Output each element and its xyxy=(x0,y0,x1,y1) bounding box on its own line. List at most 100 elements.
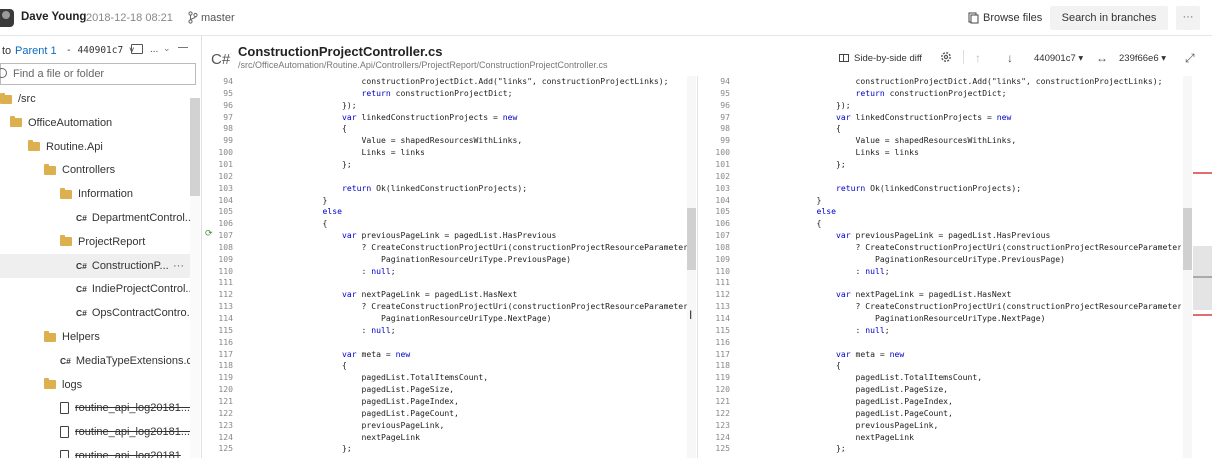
code-text: pagedList.TotalItemsCount, xyxy=(303,372,489,383)
code-line: 118 { xyxy=(203,360,696,372)
top-bar: Dave Young 2018-12-18 08:21 master Brows… xyxy=(0,0,1212,36)
line-number: 120 xyxy=(715,384,730,395)
diff-view: C# ConstructionProjectController.cs /src… xyxy=(203,36,1212,458)
tree-file[interactable]: routine_api_log20181 xyxy=(0,444,190,458)
line-number: 98 xyxy=(223,123,233,134)
left-code-pane[interactable]: 94 constructionProjectDict.Add("links", … xyxy=(203,76,696,458)
code-text: var nextPageLink = pagedList.HasNext xyxy=(341,289,518,300)
swap-icon[interactable]: ↔ xyxy=(1096,51,1108,65)
comment-gutter-icon[interactable]: ⟳ xyxy=(205,228,213,238)
tree-file[interactable]: C#ConstructionP...··· xyxy=(0,253,190,278)
code-text: { xyxy=(797,360,841,371)
tree-file[interactable]: C# DepartmentControl... xyxy=(0,206,190,230)
code-text: return constructionProjectDict; xyxy=(361,87,513,98)
line-number: 120 xyxy=(218,384,233,395)
diff-overview-ruler[interactable] xyxy=(1193,76,1212,458)
code-text: { xyxy=(797,218,822,229)
tree-item-more-button[interactable]: ··· xyxy=(173,259,184,272)
pane-divider[interactable] xyxy=(697,76,698,458)
tree-file[interactable]: C#IndieProjectControl... xyxy=(0,277,190,301)
left-pane-scrollbar-thumb[interactable] xyxy=(687,208,696,270)
line-number: 106 xyxy=(218,218,233,229)
line-number: 109 xyxy=(218,253,233,264)
expand-icon[interactable]: ⤢ xyxy=(1185,50,1195,65)
browse-files-button[interactable]: Browse files xyxy=(968,12,1042,24)
side-by-side-diff-button[interactable]: Side-by-side diff xyxy=(839,50,922,66)
code-line: 115 : null; xyxy=(701,325,1181,337)
tree-folder[interactable]: logs xyxy=(0,373,190,397)
line-number: 117 xyxy=(218,348,233,359)
search-in-branches-button[interactable]: Search in branches xyxy=(1050,6,1168,30)
tree-folder[interactable]: ProjectReport xyxy=(0,230,190,254)
tree-folder[interactable]: Helpers xyxy=(0,325,190,349)
code-text: pagedList.PageCount, xyxy=(303,407,459,418)
line-number: 112 xyxy=(218,289,233,300)
tree-folder[interactable]: Routine.Api xyxy=(0,135,190,159)
code-line: 109 PaginationResourceUriType.PreviousPa… xyxy=(203,254,696,266)
code-text: pagedList.PageSize, xyxy=(303,384,455,395)
right-pane-scrollbar-thumb[interactable] xyxy=(1183,208,1192,270)
tree-item-label: DepartmentControl... xyxy=(91,212,190,224)
file-tree-sidebar: to Parent 1 - 440901c7 ˅ ... ⌄ /srcOffic… xyxy=(0,36,202,458)
code-line: 97 var linkedConstructionProjects = new xyxy=(203,112,696,124)
code-text: pagedList.TotalItemsCount, xyxy=(797,372,983,383)
branch-name[interactable]: master xyxy=(201,12,235,24)
code-text: else xyxy=(816,206,837,217)
tree-folder[interactable]: Controllers xyxy=(0,158,190,182)
line-number: 125 xyxy=(715,443,730,454)
code-text: PaginationResourceUriType.PreviousPage) xyxy=(797,253,1066,264)
file-filter-input[interactable] xyxy=(13,66,191,82)
code-text: }; xyxy=(303,443,352,454)
arrow-up-icon[interactable]: ↑ xyxy=(975,51,981,65)
line-number: 102 xyxy=(218,170,233,181)
avatar[interactable] xyxy=(0,9,14,27)
code-line: 111 xyxy=(203,277,696,289)
tree-item-label: routine_api_log20181 xyxy=(75,450,181,458)
folder-icon xyxy=(60,235,72,247)
comment-icon[interactable] xyxy=(131,44,143,54)
line-number: 99 xyxy=(720,135,730,146)
right-code-pane[interactable]: 94 constructionProjectDict.Add("links", … xyxy=(701,76,1181,458)
tree-file[interactable]: routine_api_log20181... xyxy=(0,396,190,420)
overview-viewport[interactable] xyxy=(1193,246,1212,310)
csharp-file-icon: C# xyxy=(76,260,87,271)
csharp-file-icon: C# xyxy=(76,213,87,223)
parent-hash-dropdown[interactable]: - 440901c7 ˅ xyxy=(66,45,135,56)
line-number: 104 xyxy=(218,194,233,205)
tree-folder[interactable]: OfficeAutomation xyxy=(0,111,190,135)
code-text: var nextPageLink = pagedList.HasNext xyxy=(835,289,1012,300)
sidebar-scrollbar[interactable] xyxy=(190,98,200,458)
tree-folder[interactable]: Information xyxy=(0,182,190,206)
more-actions-button[interactable]: ··· xyxy=(1176,6,1200,30)
right-commit-dropdown[interactable]: 239f66e6 ▾ xyxy=(1119,52,1167,64)
code-text: Links = links xyxy=(303,147,425,158)
tree-file[interactable]: C#MediaTypeExtensions.cs xyxy=(0,349,190,373)
left-commit-dropdown[interactable]: 440901c7 ▾ xyxy=(1034,52,1084,64)
sidebar-scrollbar-thumb[interactable] xyxy=(190,98,200,196)
line-number: 108 xyxy=(715,241,730,252)
line-number: 110 xyxy=(715,265,730,276)
line-number: 97 xyxy=(720,111,730,122)
tree-file[interactable]: routine_api_log20181... xyxy=(0,420,190,444)
side-by-side-label: Side-by-side diff xyxy=(854,52,922,64)
code-text: PaginationResourceUriType.PreviousPage) xyxy=(303,253,572,264)
code-line: 121 pagedList.PageIndex, xyxy=(203,396,696,408)
code-line: 99 Value = shapedResourcesWithLinks, xyxy=(701,135,1181,147)
csharp-file-icon: C# xyxy=(76,284,87,295)
arrow-down-icon[interactable]: ↓ xyxy=(1007,51,1013,65)
line-number: 124 xyxy=(715,431,730,442)
parent-link[interactable]: Parent 1 xyxy=(15,45,57,57)
line-number: 102 xyxy=(715,170,730,181)
line-number: 104 xyxy=(715,194,730,205)
tree-file[interactable]: C#OpsContractContro... xyxy=(0,301,190,325)
line-number: 121 xyxy=(218,395,233,406)
tree-folder[interactable]: /src xyxy=(0,87,190,111)
comments-more[interactable]: ... xyxy=(150,44,159,55)
sidebar-header: to Parent 1 - 440901c7 ˅ ... ⌄ xyxy=(0,40,202,62)
code-text: pagedList.PageIndex, xyxy=(797,395,953,406)
collapse-icon[interactable] xyxy=(178,47,188,48)
chevron-down-icon[interactable]: ⌄ xyxy=(163,43,171,53)
line-number: 107 xyxy=(218,230,233,241)
folder-icon xyxy=(28,140,40,152)
gear-icon[interactable] xyxy=(939,50,953,64)
